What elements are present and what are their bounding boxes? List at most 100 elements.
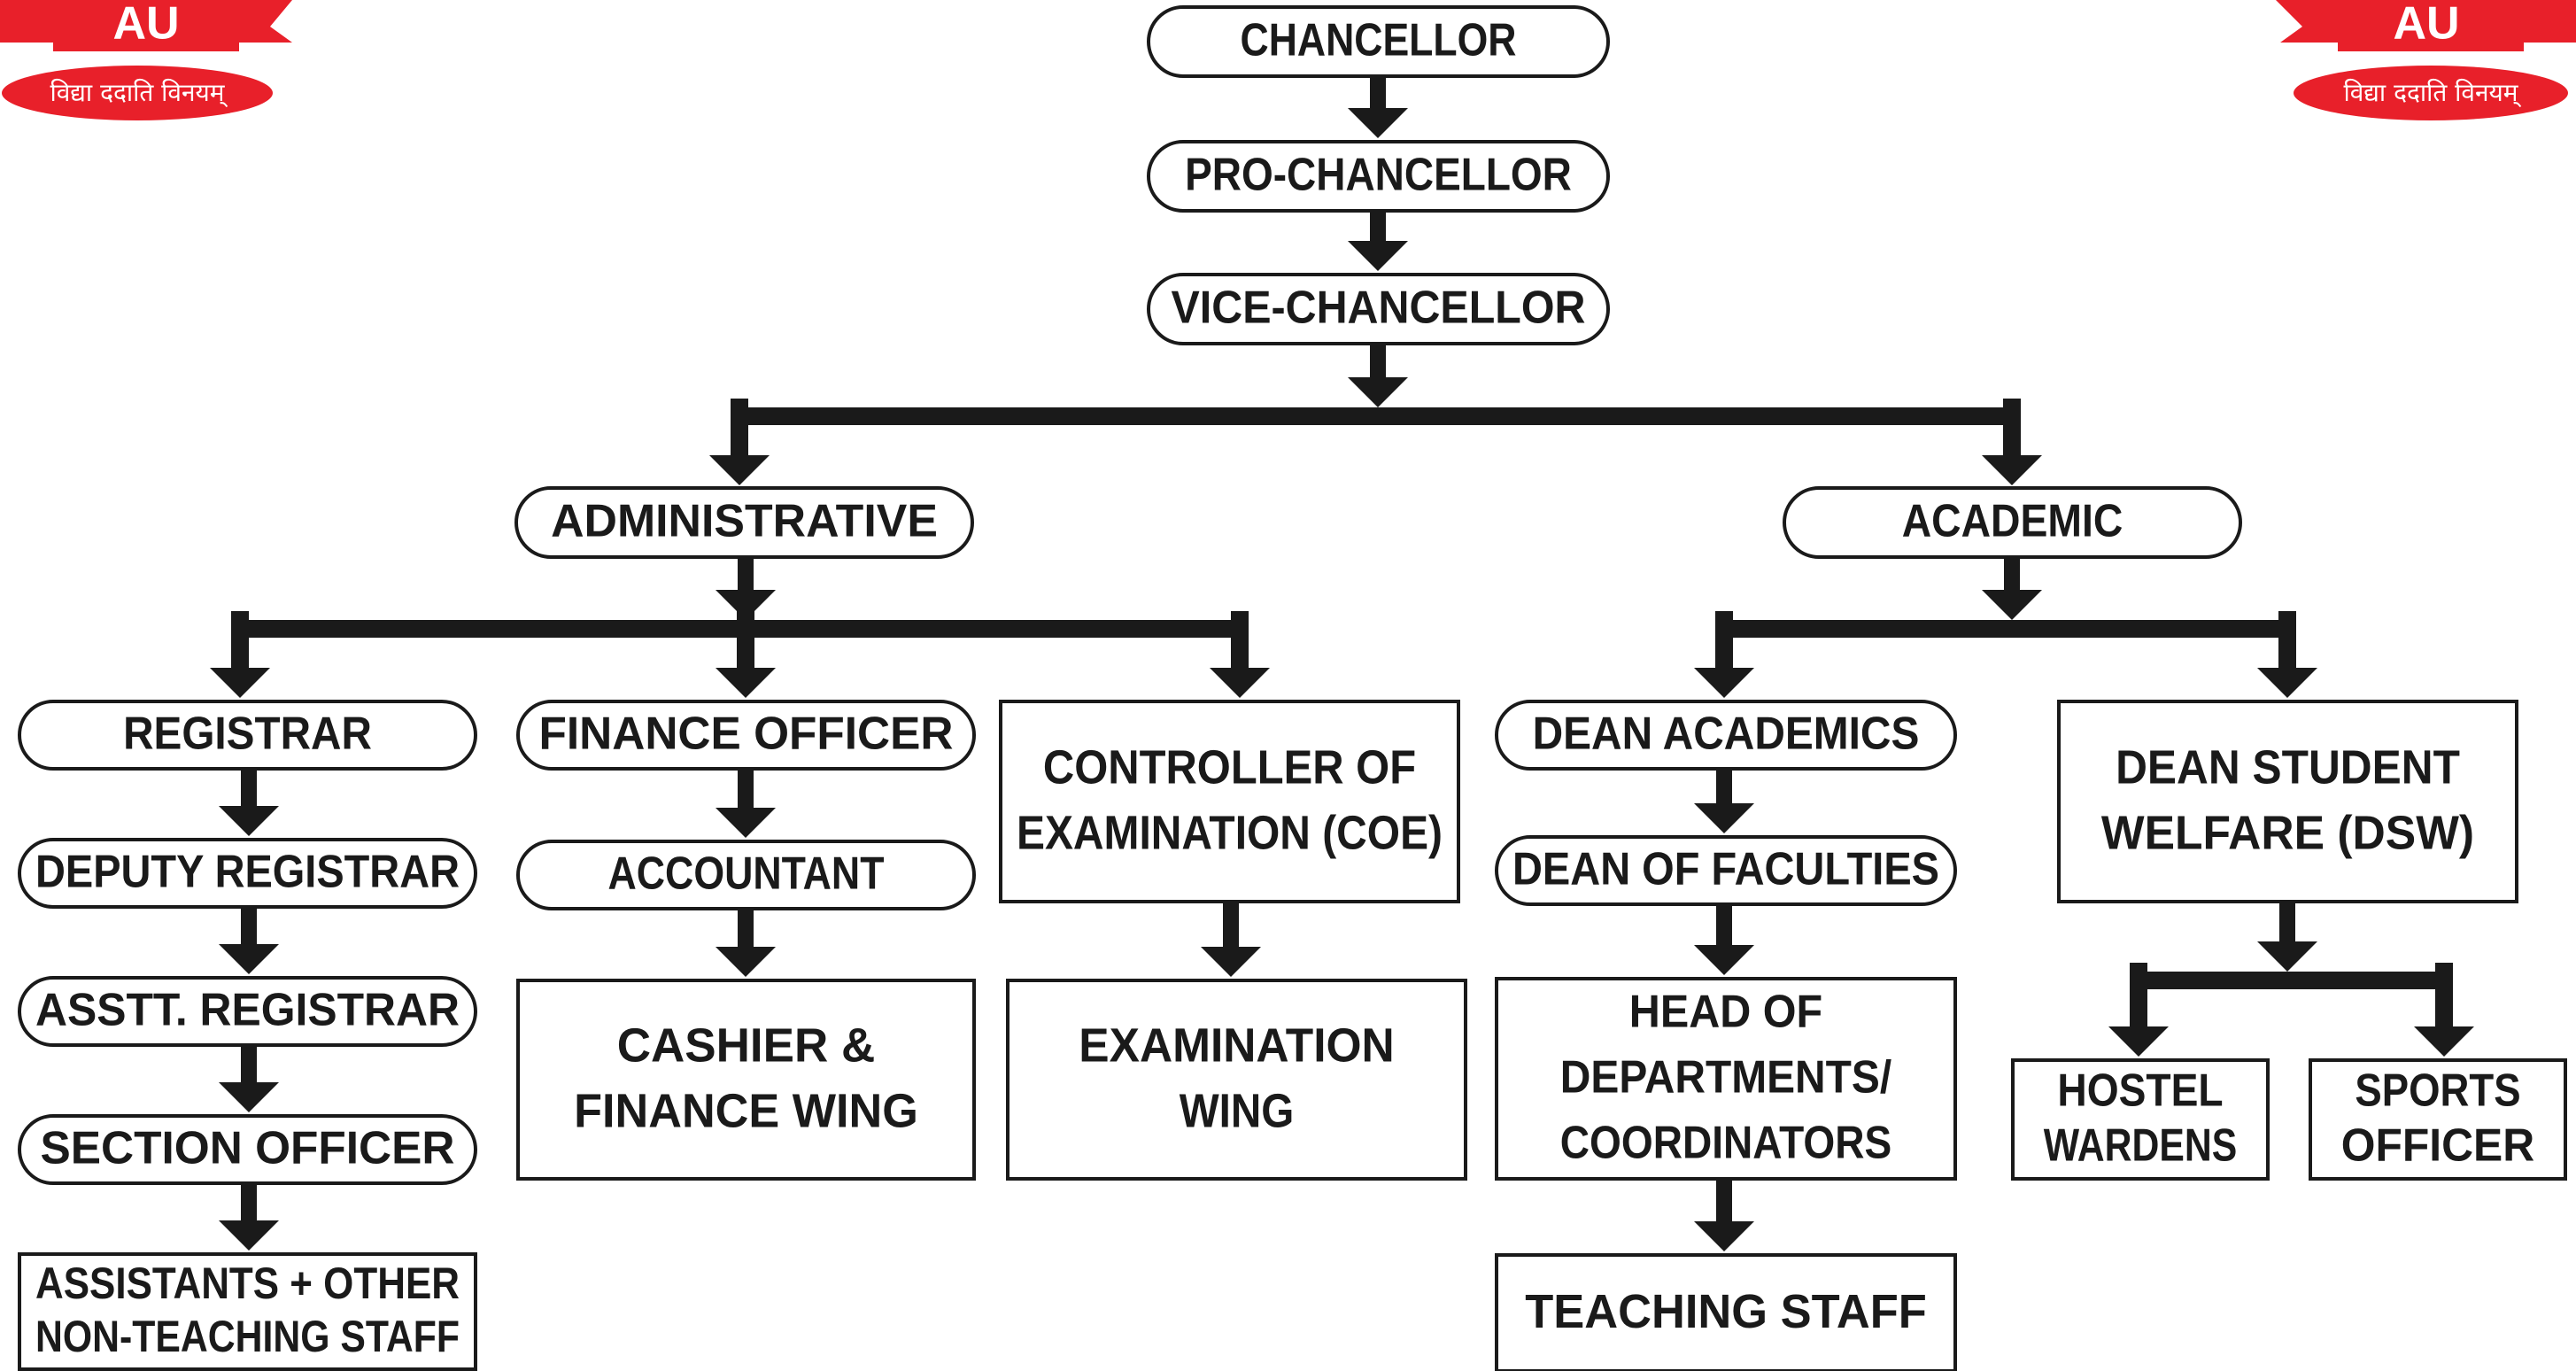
node-label: DEAN OF FACULTIES [1512, 844, 1939, 895]
node-label: OFFICER [2341, 1120, 2534, 1172]
arrow-head [210, 668, 270, 698]
au-logo-right: AU विद्या ददाति विनयम् [2276, 0, 2576, 120]
node-label: PRO-CHANCELLOR [1185, 150, 1572, 201]
arrow-head [1210, 668, 1270, 698]
node-label: FINANCE WING [574, 1084, 918, 1137]
node-label: CASHIER & [617, 1019, 876, 1072]
arrow-head [219, 1082, 279, 1112]
arrow-stem [1716, 1179, 1732, 1223]
node-label: DEAN STUDENT [2116, 740, 2460, 794]
arrow-head [2108, 1026, 2169, 1057]
arrow-head [2257, 941, 2317, 972]
node-label: REGISTRAR [123, 709, 372, 760]
arrow-stem [241, 907, 257, 946]
node-label: ASSISTANTS + OTHER [35, 1259, 460, 1308]
arrow-head [716, 668, 776, 698]
node-label: ACADEMIC [1902, 496, 2123, 547]
node-box [1147, 273, 1610, 345]
node-box [18, 976, 477, 1047]
node-dean-student-welfare: DEAN STUDENT WELFARE (DSW) [2057, 700, 2518, 903]
logo-letters: AU [2393, 0, 2459, 50]
node-label: NON-TEACHING STAFF [35, 1312, 460, 1361]
arrow-stem [241, 1183, 257, 1222]
node-pro-chancellor: PRO-CHANCELLOR [1147, 140, 1610, 213]
node-label: ASSTT. REGISTRAR [35, 985, 460, 1036]
node-box [1495, 835, 1957, 906]
arrow-head [1348, 377, 1408, 407]
node-label: DEAN ACADEMICS [1533, 709, 1920, 760]
logo-motto: विद्या ददाति विनयम् [2343, 78, 2521, 108]
node-administrative: ADMINISTRATIVE [514, 486, 974, 559]
arrow-head [716, 947, 776, 977]
node-label: ADMINISTRATIVE [551, 496, 938, 547]
arrow-stem [1370, 211, 1386, 243]
ribbon-shape [0, 0, 292, 51]
node-registrar: REGISTRAR [18, 700, 477, 771]
node-box [1495, 1253, 1957, 1371]
ribbon-shape [2276, 0, 2576, 51]
node-finance-officer: FINANCE OFFICER [516, 700, 976, 771]
node-box [1495, 977, 1957, 1181]
node-label: CONTROLLER OF [1043, 740, 1416, 794]
node-label: ACCOUNTANT [608, 848, 885, 900]
arrow-head [716, 590, 776, 620]
arrow-head [219, 806, 279, 836]
node-dean-academics: DEAN ACADEMICS [1495, 700, 1957, 771]
arrow-head [1694, 668, 1754, 698]
arrow-head [219, 1220, 279, 1251]
arrow-head [1348, 108, 1408, 138]
arrow-stem [2131, 1022, 2147, 1028]
arrow-head [1694, 1221, 1754, 1251]
connectors [210, 76, 2474, 1251]
node-box [1783, 486, 2242, 559]
arrow-stem [1716, 769, 1732, 805]
node-box [18, 1114, 477, 1185]
node-box [2309, 1058, 2567, 1181]
node-teaching-staff: TEACHING STAFF [1495, 1253, 1957, 1371]
node-label: SPORTS [2355, 1065, 2520, 1117]
arrow-stem [1370, 344, 1386, 379]
node-academic: ACADEMIC [1783, 486, 2242, 559]
arrow-head [2257, 668, 2317, 698]
node-box [1006, 979, 1467, 1181]
node-label: SECTION OFFICER [41, 1123, 455, 1174]
nodes: CHANCELLORPRO-CHANCELLORVICE-CHANCELLORA… [18, 5, 2567, 1371]
node-label: EXAMINATION [1079, 1019, 1394, 1072]
arrow-head [1694, 803, 1754, 833]
node-label: EXAMINATION (COE) [1017, 806, 1443, 859]
node-box [516, 700, 976, 771]
arrow-head [2414, 1026, 2474, 1057]
arrow-stem [1370, 76, 1386, 110]
node-label: WELFARE (DSW) [2101, 806, 2474, 859]
node-head-of-departments: HEAD OF DEPARTMENTS/COORDINATORS [1495, 977, 1957, 1181]
node-accountant: ACCOUNTANT [516, 840, 976, 910]
node-box [514, 486, 974, 559]
node-box [1147, 140, 1610, 213]
node-label: DEPARTMENTS/ [1560, 1052, 1891, 1104]
arrow-head [716, 808, 776, 838]
node-vice-chancellor: VICE-CHANCELLOR [1147, 273, 1610, 345]
node-box [999, 700, 1460, 903]
node-controller-of-examination: CONTROLLER OF EXAMINATION (COE) [999, 700, 1460, 903]
node-box [516, 840, 976, 910]
node-label: FINANCE OFFICER [539, 709, 954, 760]
node-section-officer: SECTION OFFICER [18, 1114, 477, 1185]
arrow-stem [241, 769, 257, 808]
node-cashier-finance-wing: CASHIER & FINANCE WING [516, 979, 976, 1181]
arrow-stem [1716, 904, 1732, 947]
arrow-head [1982, 455, 2042, 485]
arrow-stem [2436, 1022, 2452, 1028]
node-label: HEAD OF [1629, 987, 1822, 1038]
arrow-stem [738, 557, 754, 592]
node-dean-of-faculties: DEAN OF FACULTIES [1495, 835, 1957, 906]
arrow-stem [241, 1045, 257, 1084]
node-box [2011, 1058, 2270, 1181]
node-label: COORDINATORS [1560, 1118, 1891, 1169]
au-logo-left: AU विद्या ददाति विनयम् [0, 0, 292, 120]
motto-oval [2294, 66, 2568, 120]
arrow-stem [738, 909, 754, 949]
